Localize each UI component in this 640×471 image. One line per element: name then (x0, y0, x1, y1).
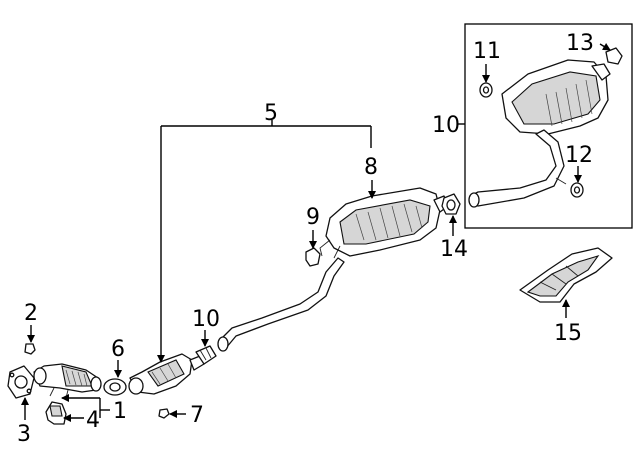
leader-lines (21, 42, 611, 422)
callout-4: 4 (86, 408, 100, 433)
gasket-part-14 (441, 193, 461, 215)
gasket-part-6 (103, 378, 127, 396)
callout-7: 7 (190, 403, 204, 428)
callout-13: 13 (566, 31, 594, 56)
callout-10-inset: 10 (432, 113, 460, 138)
callout-8: 8 (364, 155, 378, 180)
callout-labels: 1 2 3 4 5 6 7 8 9 10 10 11 12 13 14 15 (17, 31, 594, 447)
isolator-part-12 (570, 182, 584, 198)
center-converter-assembly (128, 257, 345, 395)
callout-10-lower: 10 (192, 307, 220, 332)
center-muffler (319, 187, 449, 259)
callout-3: 3 (17, 422, 31, 447)
isolator-part-11 (479, 82, 493, 98)
front-flange-part (7, 365, 35, 399)
callout-15: 15 (554, 321, 582, 346)
hanger-part-13 (605, 47, 623, 65)
callout-11: 11 (473, 39, 501, 64)
nut-part-2 (24, 343, 36, 355)
callout-6: 6 (111, 337, 125, 362)
bracket-part-4 (45, 401, 67, 425)
callout-5: 5 (264, 101, 278, 126)
callout-1: 1 (113, 399, 127, 424)
callout-12: 12 (565, 143, 593, 168)
rear-muffler (468, 59, 611, 208)
inset-frame (464, 23, 633, 229)
callout-14: 14 (440, 237, 468, 262)
callout-9: 9 (306, 205, 320, 230)
hanger-part-9 (305, 247, 321, 267)
nut-part-7 (158, 408, 170, 419)
callout-2: 2 (24, 301, 38, 326)
front-catalytic-converter (33, 363, 102, 399)
heat-shield-part-15 (519, 247, 613, 303)
